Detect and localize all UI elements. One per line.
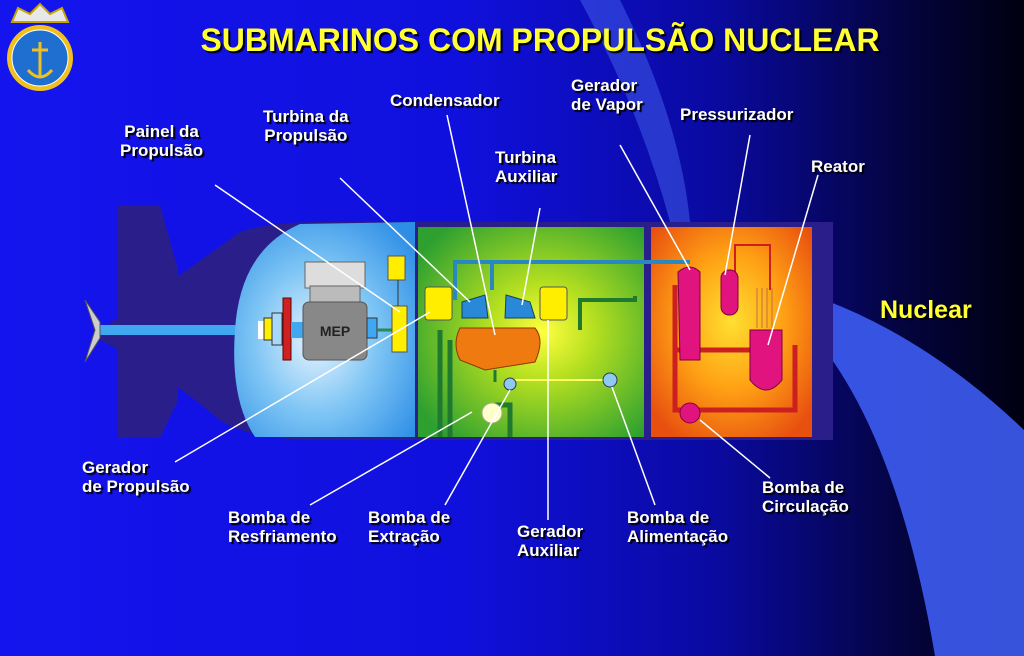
propulsion-generator bbox=[391, 305, 408, 353]
label-pressurizador: Pressurizador bbox=[680, 105, 794, 124]
circulation-pump bbox=[679, 402, 701, 424]
reactor-vessel bbox=[749, 329, 783, 391]
page-title: SUBMARINOS COM PROPULSÃO NUCLEAR bbox=[200, 22, 880, 58]
label-reator: Reator bbox=[811, 157, 865, 176]
nuclear-label: Nuclear bbox=[880, 296, 972, 324]
cooling-pump bbox=[481, 402, 503, 424]
label-condensador: Condensador bbox=[390, 91, 500, 110]
mep-label: MEP bbox=[320, 323, 350, 339]
brake-disc bbox=[282, 297, 292, 361]
motor-top bbox=[304, 261, 366, 289]
propulsion-panel bbox=[387, 255, 406, 281]
aux-generator-right bbox=[539, 286, 568, 321]
propeller-icon bbox=[84, 299, 101, 363]
nuclear-beam bbox=[825, 300, 1024, 656]
pressurizer bbox=[720, 269, 739, 316]
feed-pump bbox=[602, 372, 618, 388]
steam-generator bbox=[677, 266, 701, 361]
aux-turbine bbox=[504, 294, 536, 319]
navy-logo bbox=[7, 2, 73, 91]
shaft bbox=[100, 325, 260, 335]
leader-lines bbox=[174, 114, 819, 520]
condenser bbox=[455, 327, 541, 371]
aux-generator-left bbox=[424, 286, 453, 321]
light-streak bbox=[580, 0, 690, 222]
extraction-pump bbox=[503, 377, 517, 391]
